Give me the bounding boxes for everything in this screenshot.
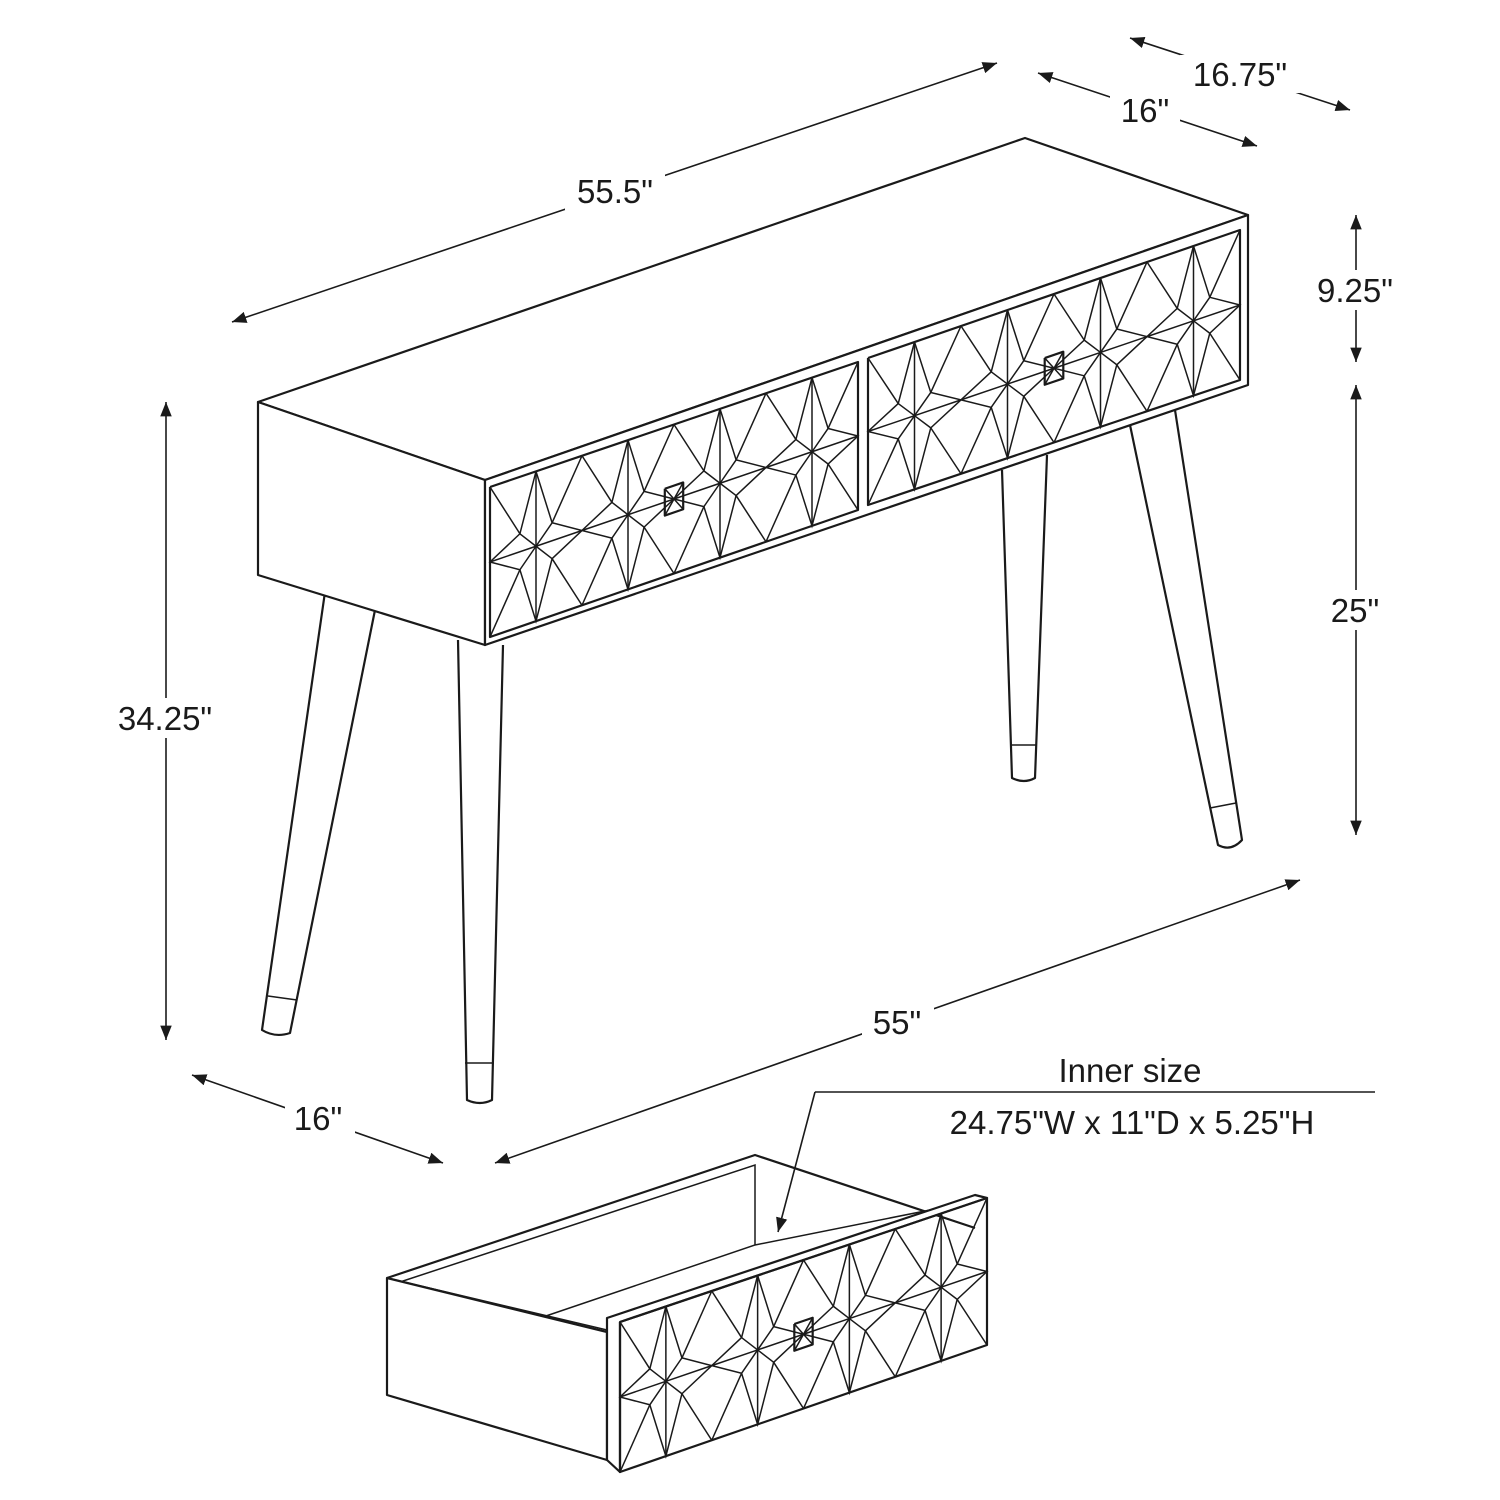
star-facet-line bbox=[1176, 296, 1211, 345]
star-facet-line bbox=[832, 1294, 867, 1343]
star-facet-line bbox=[795, 428, 829, 476]
star-facet-line bbox=[740, 1326, 775, 1374]
drawer-handle-facet bbox=[1044, 351, 1064, 386]
leg-tip-band bbox=[267, 995, 298, 1001]
star-facet-outline bbox=[618, 1306, 714, 1459]
table-body bbox=[256, 136, 1250, 647]
open-drawer bbox=[385, 1153, 989, 1474]
star-facet-line bbox=[897, 392, 932, 440]
star-facet-line bbox=[1209, 332, 1241, 381]
star-facet-line bbox=[1146, 343, 1178, 412]
drawer-handle-facet bbox=[664, 482, 684, 516]
star-facet-line bbox=[643, 424, 675, 492]
inner-size-value: 24.75"W x 11"D x 5.25"H bbox=[950, 1104, 1315, 1141]
star-facet-line bbox=[711, 1373, 743, 1441]
label-apron-height: 9.25" bbox=[1317, 272, 1393, 309]
star-facet-line bbox=[930, 325, 962, 393]
star-facet-line bbox=[673, 424, 705, 472]
leg-front-left bbox=[456, 639, 505, 1105]
star-facet-line bbox=[1083, 328, 1118, 377]
inner-size-pointer bbox=[776, 1091, 816, 1233]
star-facet-line bbox=[1053, 293, 1085, 341]
star-facet-outline bbox=[893, 1213, 989, 1364]
star-facet-line bbox=[930, 427, 962, 475]
star-facet-line bbox=[960, 325, 992, 373]
label-leg-depth: 16" bbox=[294, 1100, 342, 1137]
star-facet-line bbox=[1116, 261, 1148, 330]
drawer-handle-facet bbox=[793, 1317, 814, 1352]
leg-back-right bbox=[1000, 454, 1049, 783]
star-facet-line bbox=[772, 1259, 805, 1327]
star-facet-line bbox=[956, 1197, 988, 1265]
dimension-labels: 55.5" 16" 16.75" 9.25" 25" 34.25" 16" 55… bbox=[105, 55, 1405, 1141]
star-facet-line bbox=[1116, 364, 1148, 412]
star-facet-line bbox=[643, 526, 675, 574]
star-facet-line bbox=[681, 1393, 713, 1441]
star-facet-line bbox=[802, 1341, 835, 1409]
star-facet-line bbox=[765, 392, 797, 440]
star-facet-line bbox=[960, 407, 992, 475]
label-top-length: 55.5" bbox=[577, 173, 653, 210]
star-facet-line bbox=[1023, 395, 1055, 443]
star-facet-line bbox=[990, 360, 1025, 408]
drawer-fronts bbox=[488, 228, 1242, 639]
star-facet-line bbox=[489, 486, 521, 535]
star-facet-line bbox=[735, 495, 767, 543]
star-facet-line bbox=[894, 1310, 926, 1378]
label-leg-clearance: 25" bbox=[1331, 592, 1379, 629]
star-facet-line bbox=[867, 357, 899, 404]
inner-size-title: Inner size bbox=[1058, 1052, 1201, 1089]
label-overall-depth: 16.75" bbox=[1193, 56, 1287, 93]
star-facet-line bbox=[649, 1357, 683, 1406]
open-drawer-front bbox=[618, 1196, 989, 1474]
star-facet-line bbox=[765, 474, 797, 543]
star-facet-line bbox=[894, 1228, 926, 1276]
star-facet-line bbox=[1053, 375, 1085, 443]
label-leg-span: 55" bbox=[873, 1004, 921, 1041]
star-facet-line bbox=[924, 1263, 958, 1311]
star-facet-line bbox=[1209, 229, 1241, 298]
star-facet-line bbox=[581, 455, 613, 503]
star-facet-line bbox=[519, 522, 553, 571]
star-facet-line bbox=[773, 1361, 805, 1409]
star-facet-line bbox=[673, 506, 705, 574]
star-facet-line bbox=[867, 438, 899, 506]
star-facet-line bbox=[619, 1404, 651, 1473]
star-facet-line bbox=[956, 1298, 988, 1346]
label-top-depth: 16" bbox=[1121, 92, 1169, 129]
star-facet-line bbox=[827, 463, 859, 511]
star-facet-line bbox=[802, 1259, 834, 1307]
star-facet-line bbox=[1146, 261, 1178, 309]
label-total-height: 34.25" bbox=[118, 700, 212, 737]
star-facet-line bbox=[611, 490, 645, 539]
leg-front-right bbox=[1128, 409, 1244, 849]
drawer-box-back bbox=[386, 1153, 976, 1280]
leg-tip-band bbox=[1209, 802, 1237, 809]
star-facet-outline bbox=[710, 1275, 806, 1428]
star-facet-line bbox=[735, 392, 767, 461]
star-facet-line bbox=[864, 1228, 896, 1296]
star-facet-line bbox=[489, 569, 521, 638]
star-facet-line bbox=[551, 455, 583, 524]
star-facet-line bbox=[619, 1321, 651, 1370]
star-facet-line bbox=[864, 1330, 896, 1378]
star-facet-line bbox=[827, 361, 859, 429]
star-facet-line bbox=[703, 459, 737, 508]
star-facet-line bbox=[581, 537, 613, 606]
star-facet-line bbox=[551, 558, 583, 606]
drawer-box-side bbox=[385, 1276, 609, 1462]
star-facet-line bbox=[711, 1290, 743, 1338]
star-facet-outline bbox=[801, 1244, 897, 1396]
table-legs bbox=[260, 409, 1244, 1105]
star-facet-line bbox=[681, 1290, 713, 1359]
star-facet-line bbox=[1023, 293, 1055, 362]
leg-back-left bbox=[260, 591, 377, 1037]
